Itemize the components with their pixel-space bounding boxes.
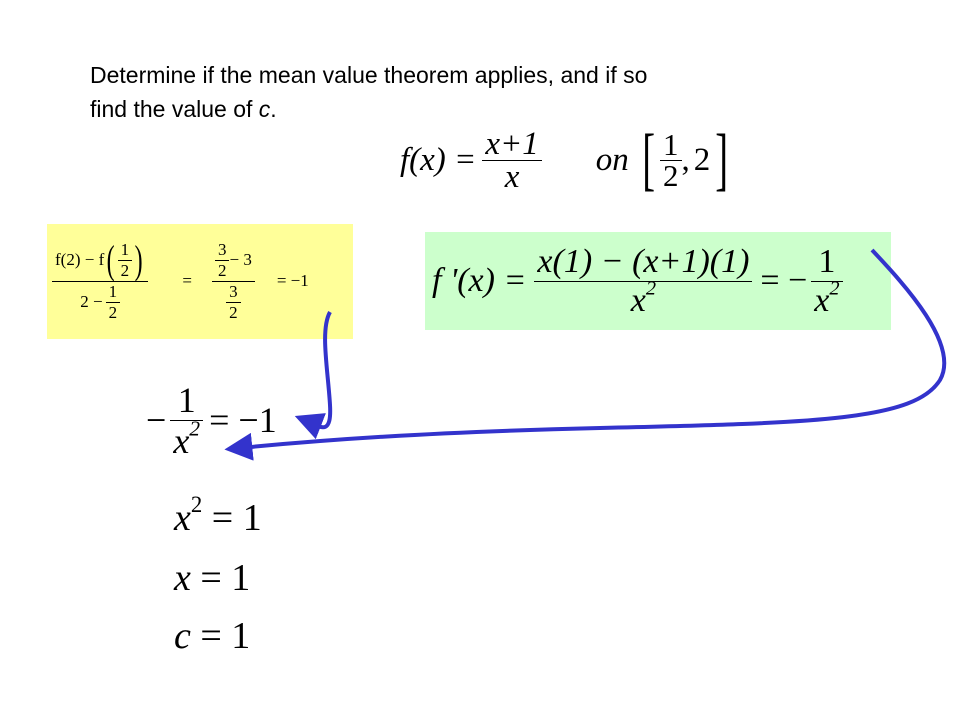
fraction-bar <box>660 159 682 161</box>
function-lhs: f(x) = <box>400 141 477 178</box>
simplified-a-den: 2 <box>217 260 227 280</box>
simplified-b: 3 2 <box>226 282 241 323</box>
simplified-a: 3 2 <box>214 239 230 281</box>
step-3-rest: = 1 <box>190 615 251 657</box>
step-x-value: x = 1 <box>174 556 250 600</box>
derivative-result-den-base: x <box>814 281 830 319</box>
slope-inner-fraction: 1 2 <box>117 239 133 281</box>
equation-den: x2 <box>170 417 203 461</box>
derivative-denominator: x2 <box>628 278 659 320</box>
step-2-var: x <box>174 557 191 599</box>
interval-separator: , <box>681 141 690 178</box>
interval-on-label: on <box>595 141 629 178</box>
equation-den-exponent: 2 <box>189 416 201 441</box>
problem-statement: Determine if the mean value theorem appl… <box>90 58 910 126</box>
interval-lower-num: 1 <box>663 126 679 162</box>
derivative-lhs: f '(x) = <box>432 262 527 299</box>
step-3-var: c <box>174 615 191 657</box>
simplified-denominator: 3 2 <box>223 282 244 323</box>
interval-upper-bound: 2 <box>693 141 711 178</box>
equation-fraction: 1 x2 <box>170 379 204 461</box>
derivative-eq-neg: = − <box>760 262 808 299</box>
fraction-bar <box>482 159 542 161</box>
open-paren: ( <box>106 237 115 282</box>
slope-numerator: f(2) − f ( 1 2 ) <box>52 240 148 281</box>
left-bracket: [ <box>641 121 655 198</box>
denominator-fraction: 1 2 <box>105 281 121 323</box>
fraction-bar <box>170 419 204 421</box>
step-1-rest: = 1 <box>202 497 262 539</box>
slope-simplified-fraction: 3 2 − 3 3 2 <box>211 240 255 323</box>
problem-line-2-period: . <box>270 96 277 122</box>
derivative-result-num: 1 <box>818 242 836 280</box>
problem-line-1: Determine if the mean value theorem appl… <box>90 62 648 88</box>
step-c-value: c = 1 <box>174 614 250 658</box>
slope-fraction: f(2) − f ( 1 2 ) 2 − 1 2 <box>52 240 149 323</box>
interval-lower-den: 2 <box>663 157 679 193</box>
inner-den: 2 <box>120 260 130 280</box>
fraction-bar <box>214 259 230 261</box>
close-paren: ) <box>134 237 143 282</box>
right-bracket: ] <box>715 121 729 198</box>
simplified-numerator: 3 2 − 3 <box>212 240 255 281</box>
problem-line-2-text: find the value of <box>90 96 259 122</box>
function-numerator: x+1 <box>485 125 539 162</box>
step-1-exponent: 2 <box>190 491 203 517</box>
derivative-den-exponent: 2 <box>645 277 657 300</box>
given-function: f(x) = x+1 x on [ 1 2 , 2 ] <box>400 121 734 198</box>
derivative-result-fraction: 1 x2 <box>811 242 843 320</box>
secant-slope-expression: f(2) − f ( 1 2 ) 2 − 1 2 = 3 2 <box>52 228 309 334</box>
inner-num: 1 <box>120 239 130 259</box>
fraction-bar <box>117 259 133 261</box>
simplified-a-num: 3 <box>217 239 227 259</box>
den-frac-num: 1 <box>108 281 118 301</box>
simplified-b-num: 3 <box>229 281 238 301</box>
slope-denominator: 2 − 1 2 <box>77 282 123 323</box>
derivative-numerator: x(1) − (x+1)(1) <box>537 242 750 280</box>
problem-variable-c: c <box>258 96 271 122</box>
function-denominator: x <box>504 158 520 195</box>
derivative-den-base: x <box>630 281 646 319</box>
derivative-fraction: x(1) − (x+1)(1) x2 <box>534 242 753 320</box>
step-2-rest: = 1 <box>190 557 251 599</box>
equation-rhs: = −1 <box>209 400 277 440</box>
simplified-minus: − 3 <box>229 250 252 269</box>
fraction-bar <box>105 301 121 303</box>
derivative-expression: f '(x) = x(1) − (x+1)(1) x2 = − 1 x2 <box>432 232 843 330</box>
interval-lower-bound: 1 2 <box>660 126 682 193</box>
derivative-result-den: x2 <box>811 278 842 320</box>
step-x-squared: x2 = 1 <box>174 493 262 540</box>
slope-numerator-text: f(2) − f <box>55 250 105 269</box>
set-equal-equation: − 1 x2 = −1 <box>146 378 277 462</box>
derivative-result-den-exponent: 2 <box>829 277 840 300</box>
equation-den-base: x <box>173 420 190 461</box>
den-frac-den: 2 <box>108 302 118 322</box>
problem-line-2: find the value of c. <box>90 92 910 126</box>
slope-equals: = <box>182 271 192 290</box>
slope-result: = −1 <box>276 271 309 290</box>
equation-negative-sign: − <box>146 400 167 440</box>
function-fraction: x+1 x <box>482 125 542 195</box>
slope-denominator-text: 2 − <box>80 292 103 311</box>
step-1-var: x <box>174 497 191 539</box>
fraction-bar <box>52 280 149 282</box>
simplified-b-den: 2 <box>229 302 238 322</box>
equation-num: 1 <box>177 379 196 420</box>
